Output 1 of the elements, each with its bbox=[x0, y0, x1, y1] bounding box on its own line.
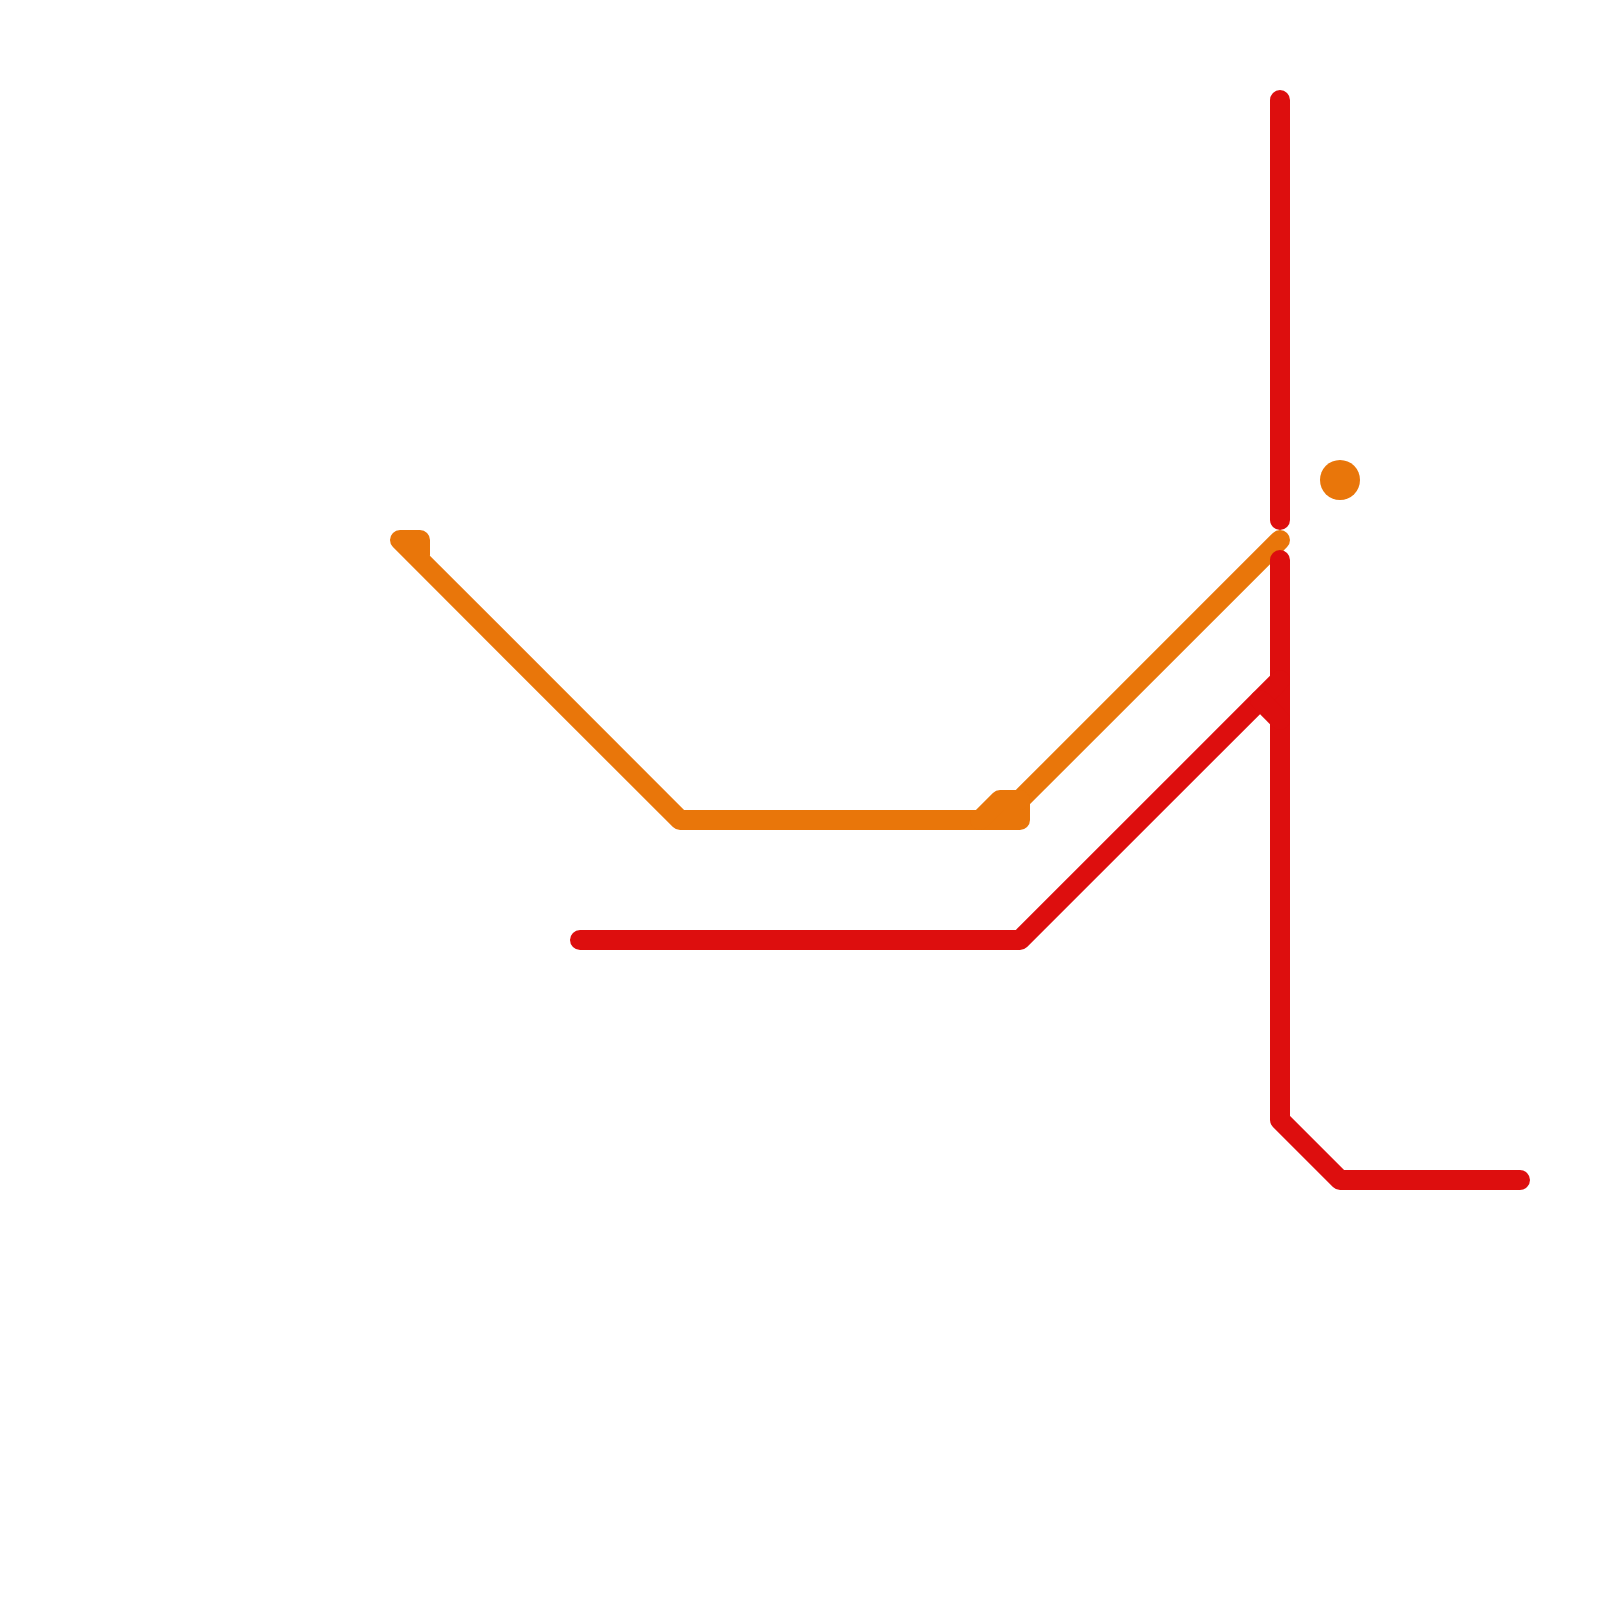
dot-icon bbox=[1320, 460, 1360, 500]
